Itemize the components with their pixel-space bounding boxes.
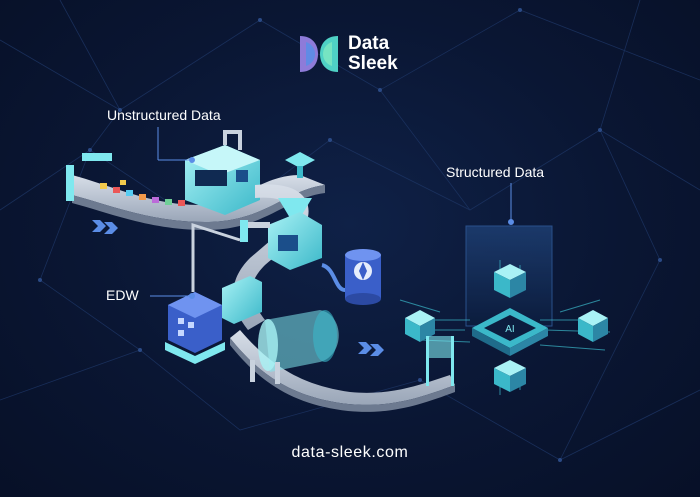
label-pointers	[150, 127, 514, 299]
structured-data-label: Structured Data	[446, 164, 545, 180]
data-items	[100, 180, 185, 206]
data-cube-right	[578, 310, 608, 342]
edw-connector	[222, 276, 262, 324]
storage-tank	[321, 249, 381, 305]
data-cube-top	[494, 264, 526, 298]
robot-drone-icon	[285, 152, 315, 178]
chip-label: AI	[505, 324, 514, 335]
scanner-tunnel	[250, 310, 339, 384]
structured-data-panel: AI	[399, 225, 611, 395]
sorting-machine	[185, 130, 260, 215]
brand-wordmark: Data Sleek	[348, 34, 398, 74]
edw-warehouse	[165, 222, 241, 364]
edw-label: EDW	[106, 287, 139, 303]
unstructured-data-label: Unstructured Data	[107, 107, 221, 123]
data-cube-bottom	[494, 360, 526, 392]
brand-name-line1: Data	[348, 33, 390, 54]
conveyor-belt-bottom	[230, 330, 455, 412]
data-sleek-logo-icon	[300, 36, 338, 72]
data-cubes	[405, 264, 608, 392]
data-gate	[426, 336, 454, 386]
flow-arrows	[92, 220, 384, 356]
website-url[interactable]: data-sleek.com	[291, 444, 409, 461]
processing-funnel	[240, 198, 322, 270]
brand-logo: Data Sleek	[298, 34, 398, 74]
brand-name-line2: Sleek	[348, 53, 398, 74]
